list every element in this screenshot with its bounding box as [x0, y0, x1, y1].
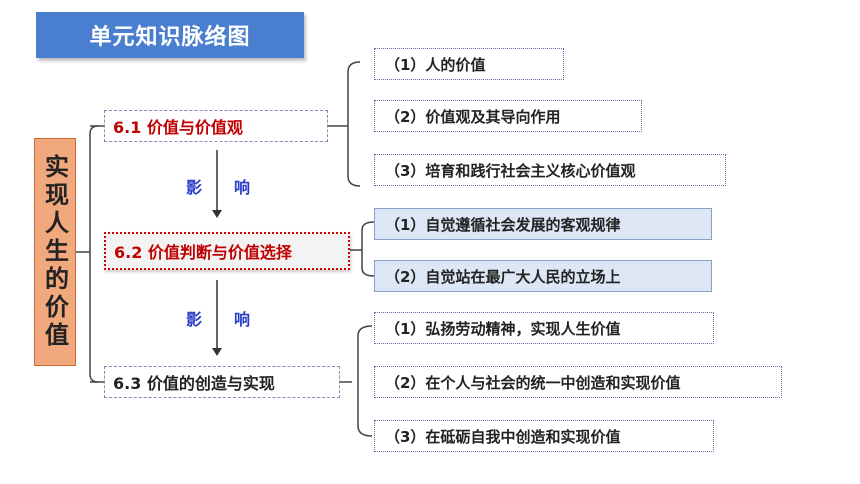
- section-6-1: 6.1 价值与价值观: [104, 110, 328, 142]
- item-6-2-2: （2）自觉站在最广大人民的立场上: [374, 260, 712, 292]
- influence-label-1-right: 响: [234, 178, 251, 197]
- item-6-1-3: （3）培育和践行社会主义核心价值观: [374, 154, 726, 186]
- item-6-3-2: （2）在个人与社会的统一中创造和实现价值: [374, 366, 782, 398]
- influence-label-2-left: 影: [186, 310, 203, 329]
- influence-label-1-left: 影: [186, 178, 203, 197]
- section-6-2: 6.2 价值判断与价值选择: [104, 232, 350, 270]
- item-6-1-2: （2）价值观及其导向作用: [374, 100, 642, 132]
- item-6-2-1: （1）自觉遵循社会发展的客观规律: [374, 208, 712, 240]
- influence-label-2-right: 响: [234, 310, 251, 329]
- item-6-3-1: （1）弘扬劳动精神，实现人生价值: [374, 312, 714, 344]
- item-6-1-1: （1）人的价值: [374, 48, 564, 80]
- item-6-3-3: （3）在砥砺自我中创造和实现价值: [374, 420, 714, 452]
- page-title: 单元知识脉络图: [36, 12, 304, 58]
- section-6-3: 6.3 价值的创造与实现: [104, 366, 340, 398]
- root-topic: 实现人生的价值: [34, 138, 76, 366]
